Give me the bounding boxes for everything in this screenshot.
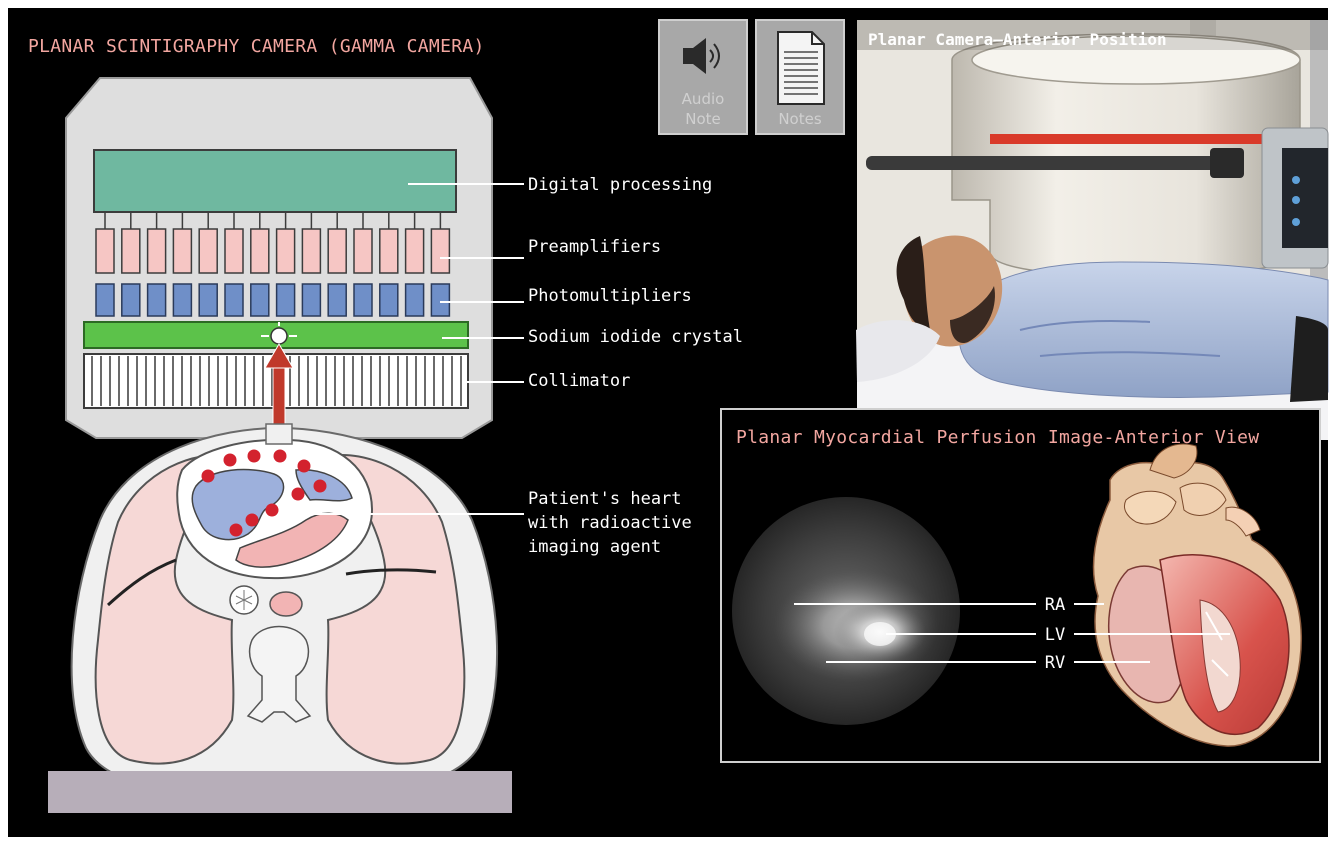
preamplifier [431, 229, 449, 273]
notes-label: Notes [778, 110, 822, 128]
patient-photo-panel: Planar Camera—Anterior Position [856, 20, 1328, 440]
preamplifier [277, 229, 295, 273]
radioactive-agent-dot [248, 450, 261, 463]
photomultiplier-tube [302, 284, 320, 316]
photomultiplier-tube [328, 284, 346, 316]
perfusion-panel: Planar Myocardial Perfusion Image-Anteri… [721, 409, 1320, 762]
preamplifier [354, 229, 372, 273]
preamplifier [302, 229, 320, 273]
photomultiplier-tube [431, 284, 449, 316]
preamplifier [173, 229, 191, 273]
photomultiplier-tube [380, 284, 398, 316]
preamplifier [251, 229, 269, 273]
radioactive-agent-dot [246, 514, 259, 527]
label-patient-heart-line2: with radioactive [528, 513, 692, 533]
audio-note-label-line2: Note [685, 110, 721, 128]
radioactive-agent-dot [292, 488, 305, 501]
label-patient-heart-line1: Patient's heart [528, 489, 682, 509]
radioactive-agent-dot [274, 450, 287, 463]
label-sodium-iodide-crystal: Sodium iodide crystal [528, 327, 743, 347]
digital-processing-block [94, 150, 456, 212]
photomultiplier-tube [277, 284, 295, 316]
label-collimator: Collimator [528, 371, 630, 391]
label-digital-processing: Digital processing [528, 175, 712, 195]
perfusion-scan-image [732, 497, 960, 725]
preamplifier [148, 229, 166, 273]
preamplifier [380, 229, 398, 273]
label-preamplifiers: Preamplifiers [528, 237, 661, 257]
label-rv: RV [1045, 653, 1065, 673]
photo-title: Planar Camera—Anterior Position [868, 30, 1167, 49]
radioactive-agent-dot [224, 454, 237, 467]
radioactive-agent-dot [298, 460, 311, 473]
photomultiplier-tube [148, 284, 166, 316]
chest-cross-section [72, 424, 497, 800]
label-lv: LV [1045, 625, 1065, 645]
photomultiplier-tube [251, 284, 269, 316]
preamplifier [96, 229, 114, 273]
preamplifier [225, 229, 243, 273]
photomultiplier-tube [122, 284, 140, 316]
label-patient-heart-line3: imaging agent [528, 537, 661, 557]
exam-table [48, 771, 512, 813]
page-title: PLANAR SCINTIGRAPHY CAMERA (GAMMA CAMERA… [28, 36, 485, 57]
notes-document-icon [778, 32, 824, 104]
label-photomultipliers: Photomultipliers [528, 286, 692, 306]
preamplifier [406, 229, 424, 273]
photomultiplier-tube [173, 284, 191, 316]
photomultiplier-tube [406, 284, 424, 316]
preamplifier [328, 229, 346, 273]
photomultiplier-tube [199, 284, 217, 316]
preamplifier [122, 229, 140, 273]
audio-note-button[interactable]: Audio Note [659, 20, 747, 134]
notes-button[interactable]: Notes [756, 20, 844, 134]
radioactive-agent-dot [266, 504, 279, 517]
photomultiplier-tube [225, 284, 243, 316]
radioactive-agent-dot [314, 480, 327, 493]
label-ra: RA [1045, 595, 1065, 615]
radioactive-agent-dot [202, 470, 215, 483]
preamplifier [199, 229, 217, 273]
radioactive-agent-dot [230, 524, 243, 537]
photomultiplier-tube [96, 284, 114, 316]
photomultiplier-tube [354, 284, 372, 316]
audio-note-label-line1: Audio [682, 90, 725, 108]
